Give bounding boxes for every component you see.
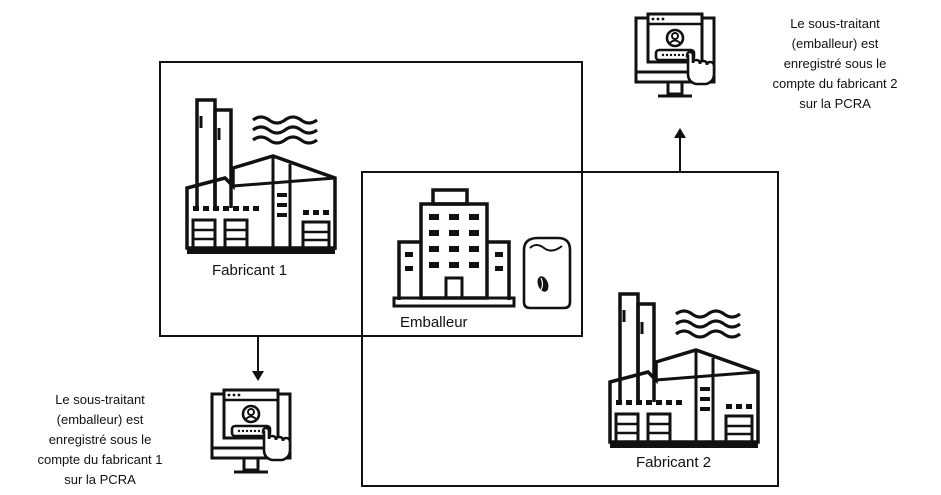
fabricant2-box bbox=[361, 171, 779, 487]
fabricant1-box bbox=[159, 61, 583, 337]
computer-login-icon bbox=[634, 12, 716, 98]
factory-icon bbox=[185, 98, 337, 256]
note-line: Le sous-traitant bbox=[55, 392, 145, 407]
office-building-icon bbox=[392, 188, 516, 308]
note-line: sur la PCRA bbox=[799, 96, 871, 111]
note-line: enregistré sous le bbox=[783, 56, 887, 71]
note-top-right: Le sous-traitant (emballeur) est enregis… bbox=[735, 14, 935, 114]
coffee-bag-icon bbox=[522, 236, 572, 310]
computer-login-icon bbox=[210, 388, 292, 474]
arrow-icon bbox=[674, 128, 686, 172]
note-line: compte du fabricant 2 bbox=[772, 76, 898, 91]
emballeur-label: Emballeur bbox=[400, 314, 468, 331]
note-line: compte du fabricant 1 bbox=[37, 452, 163, 467]
note-line: Le sous-traitant bbox=[790, 16, 880, 31]
note-line: enregistré sous le bbox=[48, 432, 152, 447]
fabricant1-label: Fabricant 1 bbox=[212, 262, 288, 279]
note-line: sur la PCRA bbox=[64, 472, 136, 487]
note-bottom-left: Le sous-traitant (emballeur) est enregis… bbox=[0, 390, 200, 490]
fabricant2-label: Fabricant 2 bbox=[636, 454, 712, 471]
arrow-icon bbox=[252, 337, 264, 381]
note-line: (emballeur) est bbox=[791, 36, 879, 51]
note-line: (emballeur) est bbox=[56, 412, 144, 427]
factory-icon bbox=[608, 292, 760, 450]
